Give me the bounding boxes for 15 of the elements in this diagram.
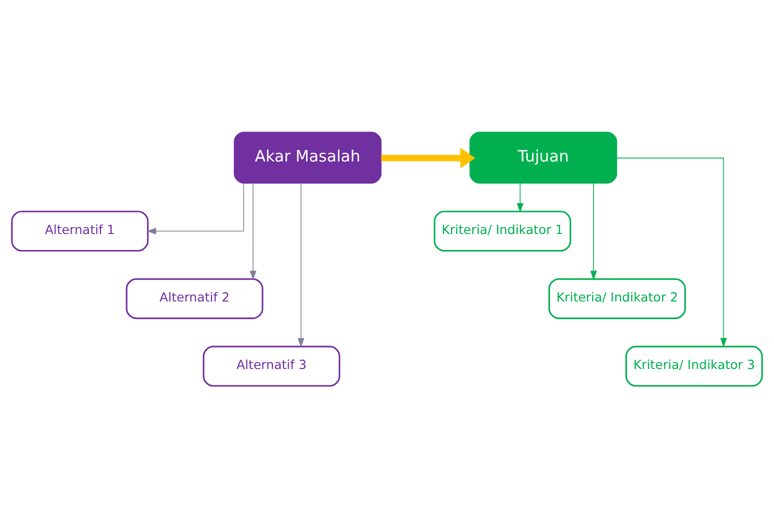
arrow (146, 182, 244, 234)
node-box: Alternatif 2 (126, 278, 264, 319)
node-box: Kriteria/ Indikator 1 (434, 210, 572, 252)
arrow (516, 182, 524, 212)
arrow (381, 147, 476, 168)
arrow (298, 182, 304, 348)
node-box: Tujuan (469, 131, 618, 184)
node-box: Alternatif 1 (11, 210, 149, 252)
arrow (616, 157, 727, 347)
node-box: Kriteria/ Indikator 2 (548, 278, 686, 319)
node-box: Alternatif 3 (202, 345, 340, 386)
node-box: Kriteria/ Indikator 3 (625, 345, 763, 386)
arrow (590, 182, 597, 280)
node-box: Akar Masalah (234, 131, 382, 184)
arrow (250, 182, 256, 280)
